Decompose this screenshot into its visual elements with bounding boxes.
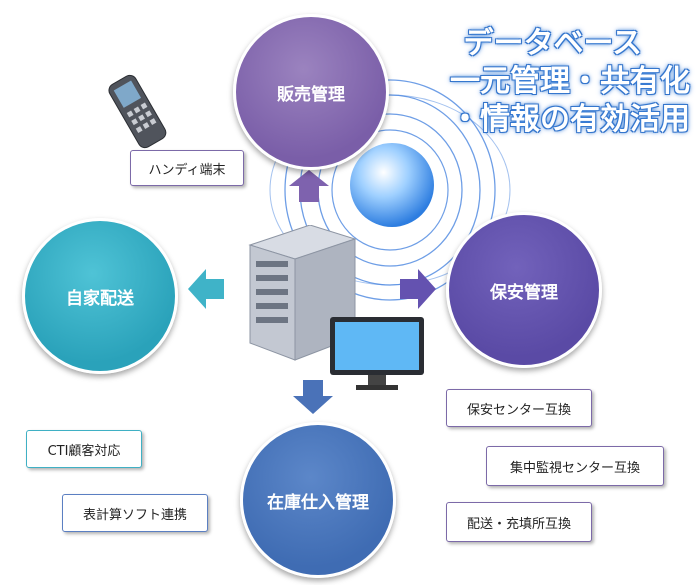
label-cti: CTI顧客対応 (26, 430, 142, 468)
node-sales-label: 販売管理 (277, 84, 345, 105)
headline: データベース 一元管理・共有化 ・情報の有効活用 (450, 25, 690, 139)
label-delivery-station: 配送・充填所互換 (446, 502, 592, 542)
node-stock-label: 在庫仕入管理 (267, 492, 369, 513)
headline-line-1: データベース (463, 26, 643, 61)
label-cti-text: CTI顧客対応 (47, 443, 121, 459)
label-handy-text: ハンディ端末 (148, 162, 226, 178)
label-delivery-station-text: 配送・充填所互換 (466, 516, 571, 532)
label-spreadsheet: 表計算ソフト連携 (62, 494, 208, 532)
arrow-right-icon (400, 269, 436, 309)
label-spreadsheet-text: 表計算ソフト連携 (82, 507, 187, 523)
label-monitoring-center-text: 集中監視センター互換 (509, 460, 640, 476)
database-orb (350, 143, 434, 227)
arrow-down-icon (293, 380, 333, 414)
label-security-center-text: 保安センター互換 (466, 402, 571, 418)
node-security-label: 保安管理 (490, 282, 558, 303)
headline-line-3: ・情報の有効活用 (450, 102, 690, 137)
node-in-house-delivery: 自家配送 (22, 218, 178, 374)
label-security-center: 保安センター互換 (446, 389, 592, 427)
headline-line-2: 一元管理・共有化 (450, 64, 690, 99)
label-handy-terminal: ハンディ端末 (130, 150, 244, 186)
node-inventory-purchasing: 在庫仕入管理 (240, 422, 396, 578)
monitor-icon (330, 317, 424, 390)
node-delivery-label: 自家配送 (66, 288, 134, 309)
node-sales-management: 販売管理 (233, 14, 389, 170)
arrow-up-icon (289, 170, 329, 202)
node-security-management: 保安管理 (446, 212, 602, 368)
handheld-terminal-icon (108, 74, 167, 149)
label-monitoring-center: 集中監視センター互換 (486, 446, 664, 486)
arrow-left-icon (188, 269, 224, 309)
